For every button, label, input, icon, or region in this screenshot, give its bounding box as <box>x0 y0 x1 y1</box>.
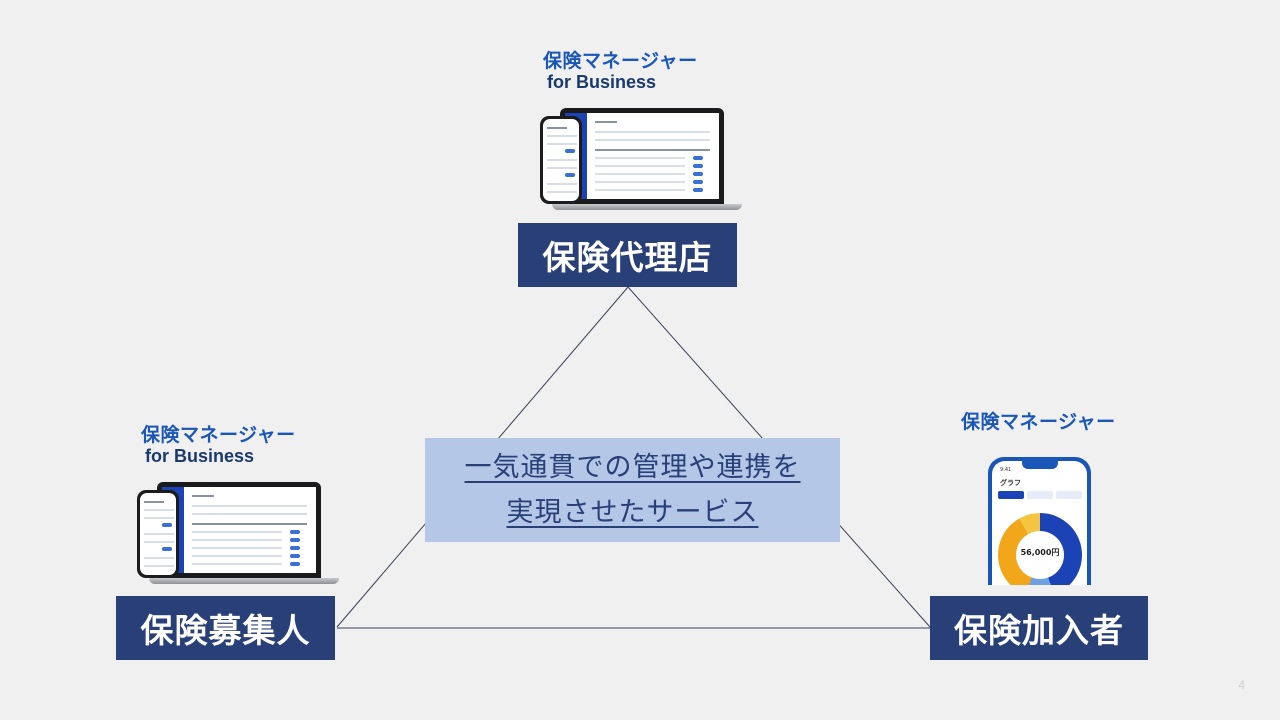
left-device-mockup <box>137 482 339 586</box>
phone-time: 9:41 <box>1000 467 1012 473</box>
center-description-box: 一気通貫での管理や連携を 実現させたサービス <box>425 438 840 542</box>
page-number: 4 <box>1238 678 1245 692</box>
left-logo: 保険マネージャー for Business <box>141 424 296 466</box>
right-logo-title: 保険マネージャー <box>961 411 1116 433</box>
phone-mockup <box>137 490 179 578</box>
center-line-1: 一気通貫での管理や連携を <box>464 452 801 483</box>
top-device-mockup <box>540 108 742 212</box>
top-node-label: 保険代理店 <box>518 223 737 287</box>
phone-screen-title: グラフ <box>1000 479 1021 487</box>
laptop-screen <box>157 482 321 578</box>
donut-chart-value: 56,000円 <box>1020 548 1060 557</box>
phone-mockup <box>540 116 582 204</box>
top-logo-title: 保険マネージャー <box>543 50 698 72</box>
left-logo-title: 保険マネージャー <box>141 424 296 446</box>
left-node-label: 保険募集人 <box>116 596 335 660</box>
laptop-screen <box>560 108 724 204</box>
top-logo: 保険マネージャー for Business <box>543 50 698 92</box>
right-node-label: 保険加入者 <box>930 596 1148 660</box>
top-logo-subtitle: for Business <box>547 72 657 92</box>
right-phone-mockup: 9:41 グラフ 56,000円 <box>988 457 1091 585</box>
center-line-2: 実現させたサービス <box>506 497 759 528</box>
right-logo: 保険マネージャー <box>961 413 1116 432</box>
left-logo-subtitle: for Business <box>145 446 255 466</box>
